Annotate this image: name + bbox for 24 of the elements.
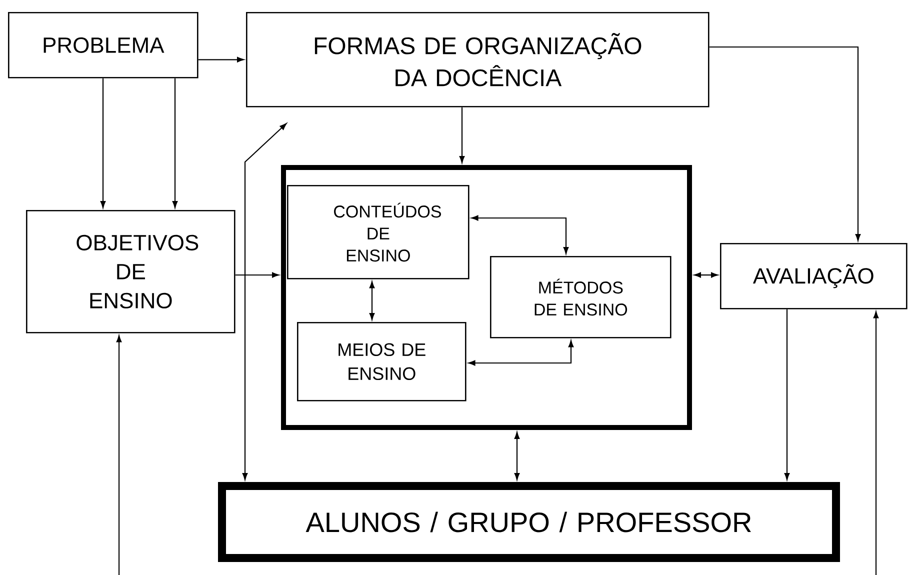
- arrow: [459, 107, 465, 164]
- arrow: [100, 78, 106, 208]
- process-box: AVALIAÇÃO: [720, 243, 908, 310]
- arrow: [198, 57, 244, 62]
- process-box: MÉTODOS DE ENSINO: [490, 256, 672, 338]
- arrow: [694, 272, 718, 278]
- arrow: [514, 432, 520, 480]
- arrow: [235, 272, 280, 278]
- process-box: OBJETIVOS DE ENSINO: [26, 210, 236, 334]
- arrow: [873, 311, 879, 575]
- frame-box: [281, 165, 692, 430]
- arrow: [468, 340, 574, 366]
- process-box: ALUNOS / GRUPO / PROFESSOR: [218, 482, 840, 562]
- arrow: [242, 123, 287, 480]
- arrow: [369, 281, 375, 320]
- process-box: FORMAS DE ORGANIZAÇÃO DA DOCÊNCIA: [246, 12, 710, 108]
- arrow: [172, 78, 178, 208]
- process-box: PROBLEMA: [8, 12, 198, 78]
- arrow: [116, 335, 122, 575]
- arrow: [784, 309, 790, 480]
- arrow: [709, 46, 861, 242]
- process-box: CONTEÚDOS DE ENSINO: [287, 185, 470, 280]
- arrow: [471, 215, 569, 254]
- process-box: MEIOS DE ENSINO: [297, 322, 466, 402]
